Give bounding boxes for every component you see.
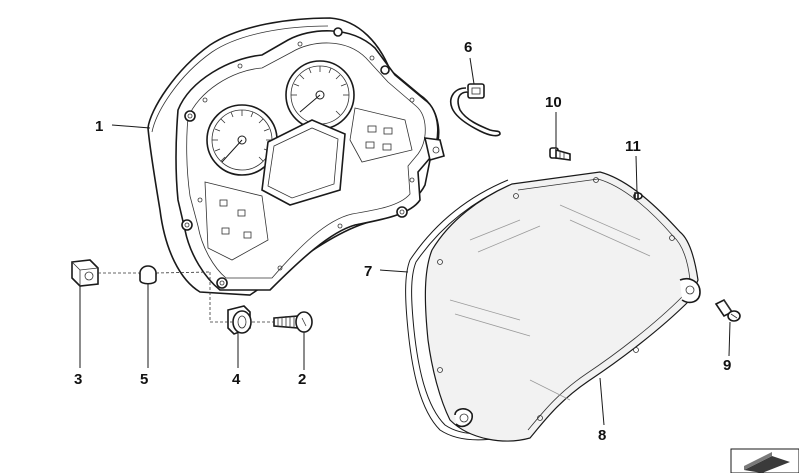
instrument-cluster bbox=[147, 17, 445, 296]
callout-9: 9 bbox=[723, 357, 731, 374]
callout-2: 2 bbox=[298, 371, 306, 388]
callout-1: 1 bbox=[95, 118, 103, 135]
plug bbox=[633, 192, 643, 200]
gasket bbox=[405, 179, 521, 441]
bulb-holder bbox=[549, 147, 571, 161]
callout-8: 8 bbox=[598, 427, 606, 444]
rubber-grommet bbox=[227, 305, 252, 335]
clip-nut bbox=[71, 259, 99, 287]
screw-9 bbox=[714, 298, 741, 322]
leader-lines bbox=[79, 57, 731, 426]
callout-3: 3 bbox=[74, 371, 82, 388]
callout-5: 5 bbox=[140, 371, 148, 388]
callout-11: 11 bbox=[625, 138, 641, 155]
callout-10: 10 bbox=[545, 94, 562, 111]
callout-4: 4 bbox=[232, 371, 241, 388]
screw-2 bbox=[273, 311, 313, 333]
callout-6: 6 bbox=[464, 39, 472, 56]
spacer-bushing bbox=[139, 265, 157, 285]
cover-glass bbox=[424, 171, 701, 442]
parts-catalog-corner-icon bbox=[730, 448, 799, 473]
wiring-connector bbox=[450, 83, 501, 137]
callout-7: 7 bbox=[364, 263, 372, 280]
